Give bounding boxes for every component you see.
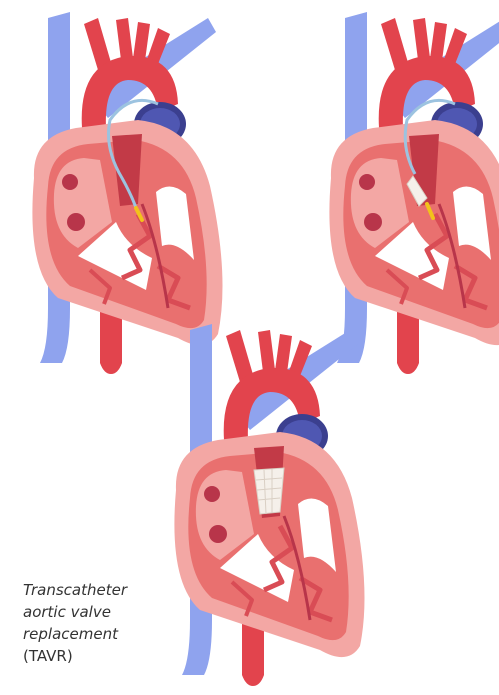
figure-caption: Transcatheter aortic valve replacement (… bbox=[23, 579, 173, 667]
caption-line-2: aortic valve bbox=[23, 601, 173, 623]
caption-abbreviation: (TAVR) bbox=[23, 645, 173, 667]
caption-line-3: replacement bbox=[23, 623, 173, 645]
heart-with-deployed-valve-icon bbox=[160, 320, 375, 690]
stage-valve-deployed bbox=[160, 320, 375, 690]
caption-line-1: Transcatheter bbox=[23, 579, 173, 601]
